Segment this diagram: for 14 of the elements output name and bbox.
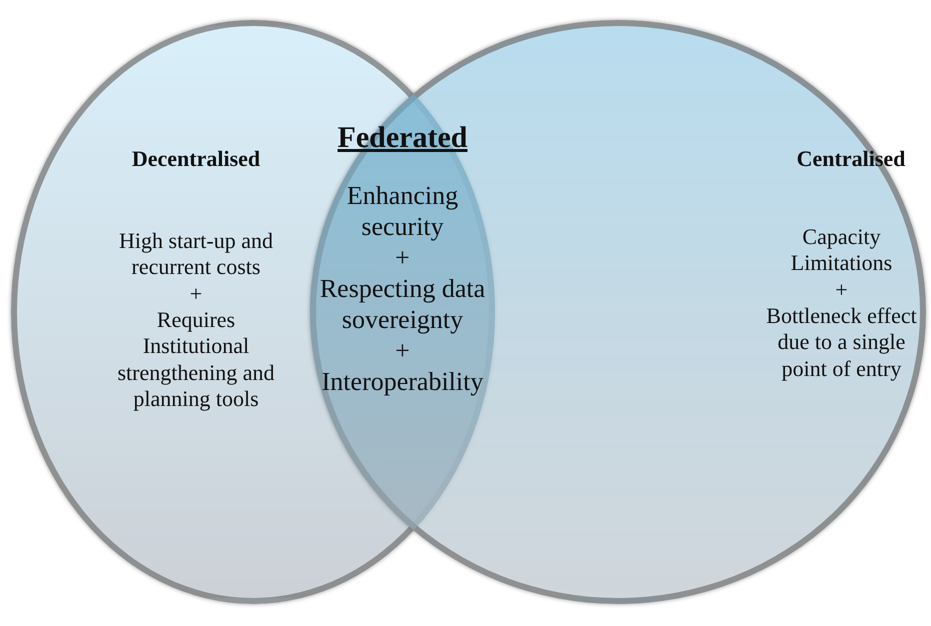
region-text: + <box>188 281 204 308</box>
region-heading: Decentralised <box>130 146 262 172</box>
region-heading: Federated <box>336 120 468 156</box>
region-text: Capacity Limitations <box>790 224 894 277</box>
region-heading: Centralised <box>796 146 906 172</box>
region-text: Interoperability <box>320 366 484 398</box>
region-text: + <box>394 242 411 274</box>
region-text: Requires Institutional strengthening and planning tools <box>116 307 276 413</box>
region-text: Bottleneck effect due to a single point of entry <box>765 303 918 382</box>
region-text: Respecting data sovereignty <box>318 273 486 336</box>
region-text: + <box>834 277 849 304</box>
region-text: Enhancing security <box>346 180 460 242</box>
region-text: High start-up and recurrent costs <box>118 228 274 281</box>
region-text: + <box>394 335 411 366</box>
